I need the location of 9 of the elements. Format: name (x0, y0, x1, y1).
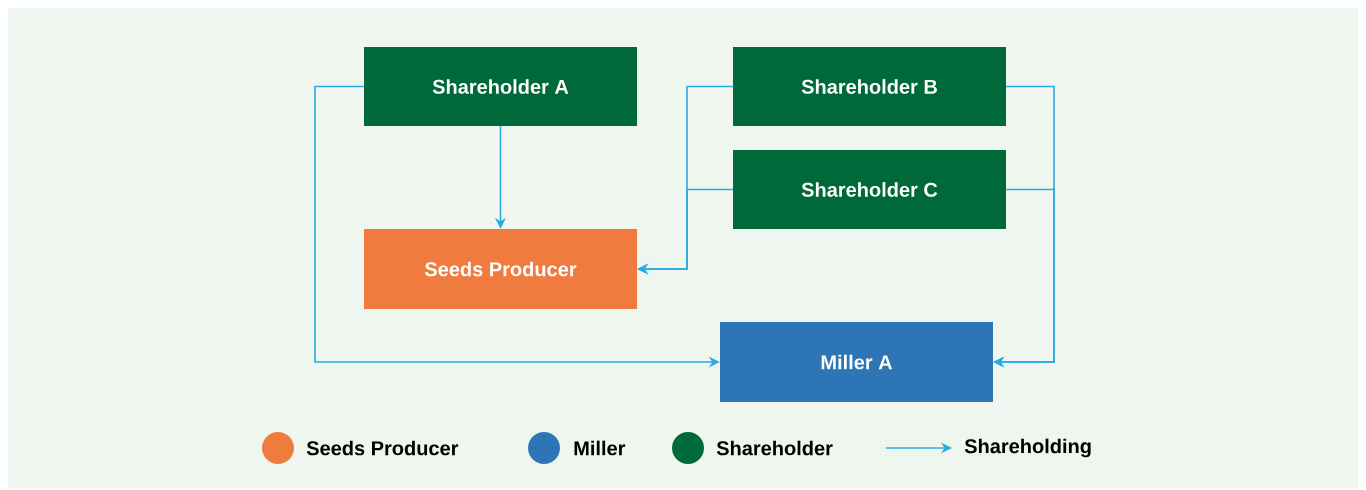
legend-label: Shareholder (716, 440, 833, 456)
legend-label: Miller (574, 440, 626, 456)
entity-box: Seeds Producer (364, 229, 637, 309)
entity-box: Miller A (720, 322, 993, 402)
entity-box: Shareholder B (733, 47, 1006, 126)
legend-label: Shareholding (964, 438, 1091, 458)
legend-label: Seeds Producer (306, 440, 459, 456)
entity-box: Shareholder C (733, 150, 1006, 229)
entity-box: Shareholder A (364, 47, 637, 126)
